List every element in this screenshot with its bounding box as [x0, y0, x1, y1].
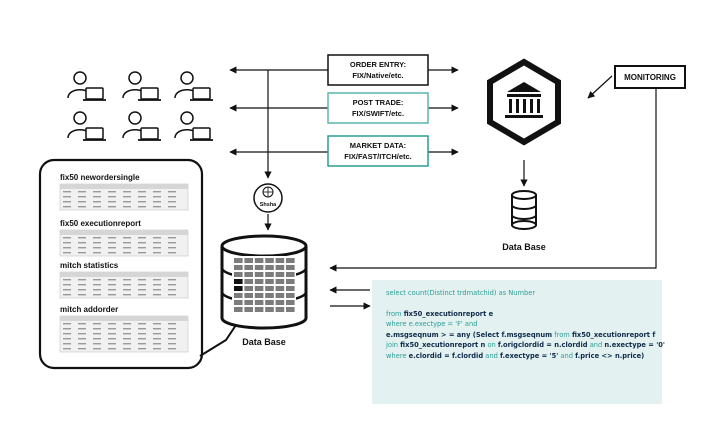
flow-label: MARKET DATA:: [350, 141, 406, 150]
db-grid: [234, 258, 295, 312]
db-grid-cell: [286, 279, 295, 284]
sql-line: where e.clordid = f.clordid and f.execty…: [386, 351, 645, 360]
sql-line: join fix50_xecutionreport n on f.origclo…: [386, 341, 665, 350]
db-grid-cell: [254, 300, 264, 305]
trader-icon: [122, 71, 162, 101]
db-grid-cell: [244, 293, 253, 298]
db-grid-cell: [234, 300, 243, 305]
mini-table: [59, 271, 189, 299]
flow-post-trade: POST TRADE: FIX/SWIFT/etc.: [327, 92, 429, 124]
flow-label: ORDER ENTRY:: [350, 60, 406, 69]
db-grid-cell: [244, 307, 253, 312]
db-grid-cell: [234, 265, 243, 270]
db-grid-cell: [265, 293, 274, 298]
trader-icon: [67, 71, 107, 101]
db-grid-cell: [265, 307, 274, 312]
db-grid-cell: [265, 272, 274, 277]
db-grid-cell: [275, 300, 285, 305]
flow-label: FIX/FAST/ITCH/etc.: [344, 152, 412, 161]
db-grid-cell: [244, 279, 253, 284]
db-grid-cell: [254, 293, 264, 298]
db-grid-cell: [254, 307, 264, 312]
db-grid-cell: [234, 286, 243, 291]
monitoring-box: MONITORING: [614, 65, 686, 89]
sql-query-box: select count(Distinct trdmatchid) as Num…: [372, 280, 665, 404]
flow-market-data: MARKET DATA: FIX/FAST/ITCH/etc.: [327, 135, 429, 167]
db-grid-cell: [275, 272, 285, 277]
db-grid-cell: [275, 265, 285, 270]
flow-order-entry: ORDER ENTRY: FIX/Native/etc.: [327, 54, 429, 86]
mini-table: [59, 229, 189, 257]
db-grid-cell: [286, 272, 295, 277]
flow-label: POST TRADE:: [353, 98, 404, 107]
db-grid-cell: [234, 279, 243, 284]
flow-label: FIX/Native/etc.: [352, 71, 403, 80]
mini-tables: [59, 183, 189, 353]
db-grid-cell: [265, 279, 274, 284]
db-grid-cell: [286, 258, 295, 263]
trader-icon: [122, 111, 162, 141]
db-grid-cell: [286, 307, 295, 312]
db-grid-cell: [234, 258, 243, 263]
table-title: mitch statistics: [60, 261, 119, 270]
database-small-icon: [511, 190, 537, 230]
table-title: fix50 newordersingle: [60, 173, 140, 182]
db-grid-cell: [244, 265, 253, 270]
db-grid-cell: [234, 293, 243, 298]
monitoring-label: MONITORING: [624, 73, 676, 82]
db-grid-cell: [254, 279, 264, 284]
db-grid-cell: [265, 258, 274, 263]
exchange-icon: [487, 58, 561, 146]
shsha-icon: Shsha: [253, 183, 283, 213]
db-grid-cell: [254, 272, 264, 277]
db-grid-cell: [275, 307, 285, 312]
db-grid-cell: [265, 286, 274, 291]
db-grid-cell: [275, 279, 285, 284]
db-grid-cell: [254, 265, 264, 270]
database-main-label: Data Base: [242, 337, 286, 347]
db-grid-cell: [286, 265, 295, 270]
db-grid-cell: [244, 300, 253, 305]
db-grid-cell: [286, 293, 295, 298]
trader-icon: [67, 111, 107, 141]
mini-table: [59, 183, 189, 211]
db-grid-cell: [275, 286, 285, 291]
sql-line: select count(Distinct trdmatchid) as Num…: [386, 289, 536, 297]
db-grid-cell: [265, 300, 274, 305]
db-grid-cell: [286, 286, 295, 291]
db-grid-cell: [254, 286, 264, 291]
table-title: mitch addorder: [60, 305, 118, 314]
sql-line: e.msgseqnum > = any (Select f.msgseqnum …: [386, 330, 656, 339]
db-grid-cell: [244, 272, 253, 277]
traders-group: [67, 71, 214, 141]
db-grid-cell: [265, 265, 274, 270]
sql-line: where e.exectype = 'F' and: [386, 320, 478, 329]
table-title: fix50 executionreport: [60, 219, 141, 228]
db-grid-cell: [286, 300, 295, 305]
db-grid-cell: [234, 307, 243, 312]
monitor-to-exchange-arrow: [587, 75, 613, 99]
trader-icon: [174, 111, 214, 141]
monitoring-feed-arrow: [329, 88, 657, 272]
sql-line: from fix50_executionreport e: [386, 309, 494, 318]
db-grid-cell: [275, 293, 285, 298]
shsha-label: Shsha: [260, 202, 277, 208]
db-grid-cell: [244, 258, 253, 263]
db-grid-cell: [254, 258, 264, 263]
flow-label: FIX/SWIFT/etc.: [352, 109, 404, 118]
mini-table: [59, 315, 189, 353]
db-grid-cell: [234, 272, 243, 277]
db-grid-cell: [244, 286, 253, 291]
database-small-label: Data Base: [502, 242, 546, 252]
db-grid-cell: [275, 258, 285, 263]
database-main-icon: [220, 234, 308, 330]
trader-icon: [174, 71, 214, 101]
